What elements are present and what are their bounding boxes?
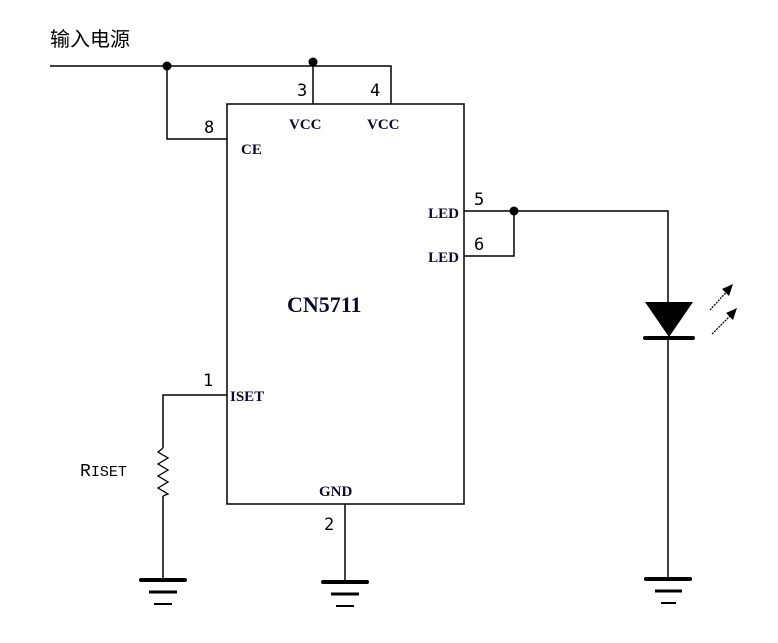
pin6-wire (464, 211, 515, 257)
ce-wire (166, 66, 227, 140)
pin-number-3: 3 (297, 81, 307, 101)
chip-name: CN5711 (287, 292, 362, 317)
ground-icon (321, 580, 369, 607)
pin-label-vcc-4: VCC (367, 117, 400, 133)
light-emission-arrows-icon (709, 284, 737, 335)
pin-label-led-6: LED (428, 250, 459, 266)
pin-label-gnd: GND (319, 484, 353, 500)
pin-number-4: 4 (370, 81, 380, 101)
pin-label-iset: ISET (230, 389, 264, 405)
led-diode-icon (643, 302, 695, 578)
resistor-label: RISET (80, 462, 127, 482)
iset-wire (162, 394, 227, 448)
led-output-wire (464, 210, 669, 302)
pin-label-led-5: LED (428, 206, 459, 222)
pin-label-ce: CE (241, 142, 262, 158)
resistor-riset-icon (156, 447, 170, 497)
pin-number-1: 1 (203, 371, 213, 391)
pin4-wire (313, 65, 392, 104)
pin-number-5: 5 (474, 190, 484, 210)
pin-label-vcc-3: VCC (289, 117, 322, 133)
ground-icon (139, 578, 187, 605)
ground-icon (644, 577, 692, 604)
pin-number-2: 2 (324, 515, 334, 535)
pin-number-6: 6 (474, 235, 484, 255)
pin-number-8: 8 (204, 118, 214, 138)
junction-node-led (509, 206, 519, 216)
input-power-label: 输入电源 (50, 27, 130, 51)
